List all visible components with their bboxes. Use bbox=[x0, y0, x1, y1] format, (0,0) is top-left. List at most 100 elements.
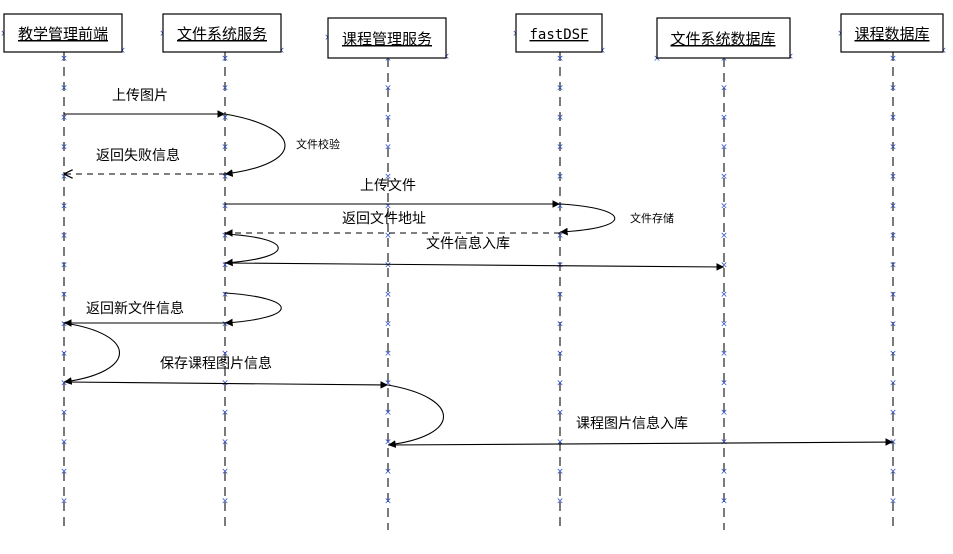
lifeline-x-marker: × bbox=[889, 290, 897, 300]
lifeline-x-marker: × bbox=[889, 84, 897, 94]
actor-file-service[interactable]: 文件系统服务 bbox=[162, 13, 282, 53]
message-label-course-image-db: 课程图片信息入库 bbox=[576, 415, 688, 432]
actor-file-db[interactable]: 文件系统数据库 bbox=[656, 17, 791, 59]
lifeline-x-marker: × bbox=[221, 84, 229, 94]
lifeline-x-marker: × bbox=[221, 438, 229, 448]
message-course-image-db[interactable]: 课程图片信息入库 bbox=[387, 384, 894, 448]
lifeline-x-marker: × bbox=[221, 408, 229, 418]
lifelines bbox=[63, 52, 894, 530]
lifeline-x-marker: × bbox=[556, 290, 564, 300]
message-label-upload-file: 上传文件 bbox=[360, 178, 416, 194]
lifeline-x-marker: × bbox=[889, 231, 897, 241]
lifeline-x-marker: × bbox=[556, 349, 564, 359]
lifeline-x-marker: × bbox=[384, 84, 392, 94]
lifeline-x-marker: × bbox=[889, 320, 897, 330]
message-label-file-info-db: 文件信息入库 bbox=[426, 235, 510, 252]
lifeline-x-marker: × bbox=[556, 467, 564, 477]
message-file-storage[interactable]: 文件存储 bbox=[559, 203, 674, 236]
lifeline-x-marker: × bbox=[221, 261, 229, 271]
actor-label-frontend: 教学管理前端 bbox=[18, 25, 108, 43]
lifeline-x-marker: × bbox=[720, 261, 728, 271]
message-upload-file[interactable]: 上传文件 bbox=[225, 178, 560, 208]
lifeline-x-marker: × bbox=[384, 143, 392, 153]
message-label-return-address: 返回文件地址 bbox=[342, 211, 426, 227]
lifeline-x-marker: × bbox=[720, 467, 728, 477]
lifeline-x-marker: × bbox=[889, 497, 897, 507]
lifeline-x-marker: × bbox=[384, 497, 392, 507]
lifeline-x-marker: × bbox=[221, 143, 229, 153]
lifeline-x-marker: × bbox=[384, 438, 392, 448]
lifeline-x-marker: × bbox=[384, 379, 392, 389]
lifeline-x-marker: × bbox=[720, 349, 728, 359]
lifeline-x-marker: × bbox=[60, 349, 68, 359]
lifeline-x-marker: × bbox=[889, 172, 897, 182]
message-label-file-check: 文件校验 bbox=[296, 137, 340, 151]
message-label-return-new-info: 返回新文件信息 bbox=[86, 300, 184, 317]
actor-label-course-db: 课程数据库 bbox=[854, 25, 929, 43]
message-file-info-db[interactable]: 文件信息入库 bbox=[224, 233, 725, 271]
lifeline-x-marker: × bbox=[556, 379, 564, 389]
actor-course-service[interactable]: 课程管理服务 bbox=[327, 17, 447, 59]
lifeline-x-marker: × bbox=[60, 261, 68, 271]
actor-label-file-service: 文件系统服务 bbox=[177, 25, 267, 43]
actor-course-db[interactable]: 课程数据库 bbox=[840, 13, 944, 53]
actor-label-course-service: 课程管理服务 bbox=[342, 30, 432, 48]
lifeline-x-marker: × bbox=[720, 231, 728, 241]
message-label-file-storage: 文件存储 bbox=[630, 211, 674, 225]
lifeline-x-marker: × bbox=[556, 408, 564, 418]
lifeline-x-marker: × bbox=[221, 202, 229, 212]
lifeline-x-marker: × bbox=[384, 467, 392, 477]
message-upload-image[interactable]: 上传图片 bbox=[64, 88, 225, 118]
lifeline-x-marker: × bbox=[60, 467, 68, 477]
lifeline-x-marker: × bbox=[60, 84, 68, 94]
message-return-new-info[interactable]: 返回新文件信息 bbox=[64, 292, 282, 327]
message-file-check[interactable]: 文件校验 bbox=[224, 113, 340, 177]
message-return-failure[interactable]: 返回失败信息 bbox=[64, 147, 225, 174]
lifeline-x-marker: × bbox=[889, 379, 897, 389]
lifeline-x-marker: × bbox=[221, 349, 229, 359]
lifeline-x-marker: × bbox=[889, 467, 897, 477]
lifeline-x-marker: × bbox=[556, 497, 564, 507]
message-label-save-course-image: 保存课程图片信息 bbox=[160, 355, 272, 372]
message-save-course-image[interactable]: 保存课程图片信息 bbox=[63, 322, 389, 389]
lifeline-x-marker: × bbox=[720, 54, 728, 64]
lifeline-x-marker: × bbox=[221, 54, 229, 64]
lifeline-x-marker: × bbox=[60, 202, 68, 212]
lifeline-x-marker: × bbox=[384, 261, 392, 271]
lifeline-x-marker: × bbox=[384, 172, 392, 182]
lifeline-x-marker: × bbox=[60, 408, 68, 418]
lifeline-x-marker: × bbox=[221, 497, 229, 507]
actor-frontend[interactable]: 教学管理前端 bbox=[3, 13, 123, 53]
lifeline-x-marker: × bbox=[556, 320, 564, 330]
lifeline-x-marker: × bbox=[221, 113, 229, 123]
lifeline-x-marker: × bbox=[384, 54, 392, 64]
message-return-address[interactable]: 返回文件地址 bbox=[225, 211, 560, 237]
lifeline-x-marker: × bbox=[720, 143, 728, 153]
lifeline-x-marker: × bbox=[384, 202, 392, 212]
lifeline-x-marker: × bbox=[556, 231, 564, 241]
lifeline-x-marker: × bbox=[60, 290, 68, 300]
lifeline-x-marker: × bbox=[720, 290, 728, 300]
lifeline-x-marker: × bbox=[720, 84, 728, 94]
lifeline-x-marker: × bbox=[889, 408, 897, 418]
lifeline-x-marker: × bbox=[720, 379, 728, 389]
actor-label-fastdsf: fastDSF bbox=[529, 27, 588, 43]
lifeline-x-marker: × bbox=[60, 54, 68, 64]
lifeline-x-marker: × bbox=[60, 113, 68, 123]
lifeline-x-marker: × bbox=[556, 84, 564, 94]
lifeline-x-marker: × bbox=[384, 290, 392, 300]
lifeline-x-marker: × bbox=[60, 379, 68, 389]
lifeline-x-marker: × bbox=[384, 231, 392, 241]
actor-fastdsf[interactable]: fastDSF bbox=[515, 13, 603, 53]
lifeline-x-marker: × bbox=[384, 408, 392, 418]
lifeline-x-marker: × bbox=[556, 143, 564, 153]
lifeline-x-marker: × bbox=[556, 54, 564, 64]
lifeline-x-marker: × bbox=[221, 290, 229, 300]
lifeline-x-marker: × bbox=[720, 113, 728, 123]
actor-label-file-db: 文件系统数据库 bbox=[670, 30, 775, 48]
lifeline-x-marker: × bbox=[889, 261, 897, 271]
lifeline-x-marker: × bbox=[60, 438, 68, 448]
lifeline-x-marker: × bbox=[556, 113, 564, 123]
message-label-return-failure: 返回失败信息 bbox=[96, 147, 180, 164]
